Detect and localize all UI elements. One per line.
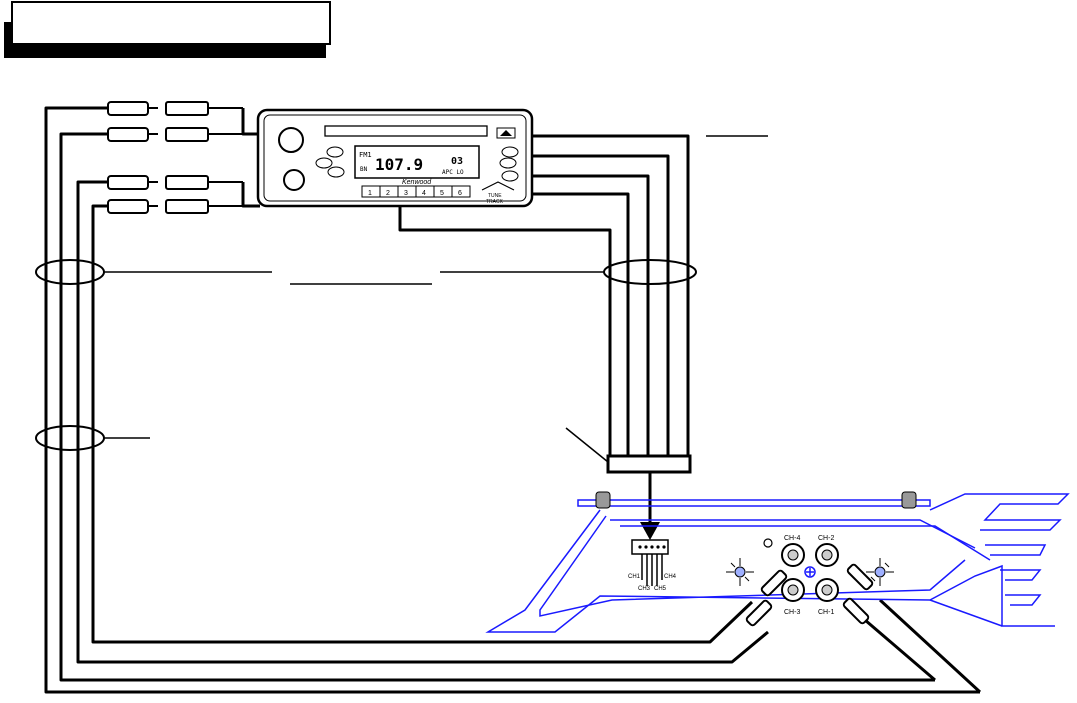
- button-right-1[interactable]: [501, 146, 519, 158]
- title-box: [4, 1, 331, 58]
- rca-cable-right-a: [878, 598, 982, 694]
- sparkle-icon-right: [866, 558, 894, 586]
- mount-screw-left: [595, 491, 611, 509]
- connector-label-3: CH3: [638, 586, 651, 592]
- wire-harness-connector: [606, 454, 692, 474]
- rca-jack-ch2[interactable]: CH-2: [815, 535, 839, 567]
- brand-logo: Kenwood: [402, 179, 432, 186]
- preset-label-6: 6: [458, 190, 462, 197]
- preset-buttons: 1 2 3 4 5 6: [361, 185, 471, 198]
- callout-ellipse-control-wires: [603, 259, 697, 285]
- tune-label: TUNE: [488, 193, 502, 199]
- callouts: [35, 135, 768, 463]
- rca-cables: [44, 106, 982, 694]
- eject-icon: [500, 130, 512, 136]
- channel-label-ch3: CH-3: [784, 609, 800, 616]
- rca-cable-1: [44, 106, 980, 694]
- button-left-2[interactable]: [315, 157, 333, 169]
- lcd-display: [354, 145, 480, 179]
- rca-cable-3: [76, 180, 769, 664]
- display-frequency: 107.9: [375, 155, 423, 174]
- amplifier: CH1 CH4 CH3 CH5 CH-4 CH-2 CH-3 CH-1: [485, 491, 1070, 633]
- tuning-knob[interactable]: [283, 169, 305, 191]
- rca-cable-4: [91, 204, 754, 644]
- volume-knob[interactable]: [278, 127, 304, 153]
- preset-label-5: 5: [440, 190, 444, 197]
- button-right-3[interactable]: [501, 170, 519, 182]
- rca-plugs: [107, 101, 260, 214]
- button-left-3[interactable]: [327, 166, 345, 178]
- mounting-bar: [577, 499, 931, 507]
- rca-plug-pair-3: [107, 175, 243, 190]
- channel-label-ch2: CH-2: [818, 535, 834, 542]
- preset-label-3: 3: [404, 190, 408, 197]
- center-cross-icon: [804, 566, 816, 578]
- mount-screw-right: [901, 491, 917, 509]
- rca-jack-ch3[interactable]: CH-3: [781, 578, 805, 616]
- rca-plug-pair-4: [107, 199, 243, 214]
- rca-cable-right-b: [857, 612, 936, 682]
- display-sub: BN: [360, 166, 368, 173]
- preset-button-6[interactable]: [451, 185, 471, 198]
- cd-slot: [324, 125, 488, 137]
- connector-label-2: CH4: [664, 574, 677, 580]
- track-label: TRACK: [486, 199, 504, 205]
- channel-label-ch1: CH-1: [818, 609, 834, 616]
- display-flags: APC LO: [442, 169, 464, 176]
- rca-plug-pair-2: [107, 127, 243, 142]
- display-preset: 03: [451, 156, 463, 167]
- preset-label-1: 1: [368, 190, 372, 197]
- rca-jack-ch1[interactable]: CH-1: [815, 578, 839, 616]
- preset-label-2: 2: [386, 190, 390, 197]
- button-left-1[interactable]: [326, 146, 344, 158]
- display-band: FM1: [359, 151, 372, 159]
- sparkle-icon-left: [726, 558, 754, 586]
- control-wires: [398, 134, 692, 540]
- indicator-led: [763, 538, 773, 548]
- preset-label-4: 4: [422, 190, 426, 197]
- rca-plug-pair-1: [107, 101, 243, 116]
- connector-label-4: CH5: [654, 586, 667, 592]
- head-unit: FM1 BN 107.9 03 APC LO Kenwood 1 2 3 4 5…: [256, 108, 534, 208]
- button-right-2[interactable]: [499, 157, 517, 169]
- connector-label-1: CH1: [628, 574, 641, 580]
- tune-rocker[interactable]: [481, 181, 515, 191]
- rca-cable-2: [59, 132, 935, 682]
- arrow-head-icon: [640, 522, 660, 540]
- channel-label-ch4: CH-4: [784, 535, 800, 542]
- control-input-connector[interactable]: [631, 539, 669, 555]
- plugged-rca-connectors: [745, 563, 874, 627]
- rca-jack-ch4[interactable]: CH-4: [781, 535, 805, 567]
